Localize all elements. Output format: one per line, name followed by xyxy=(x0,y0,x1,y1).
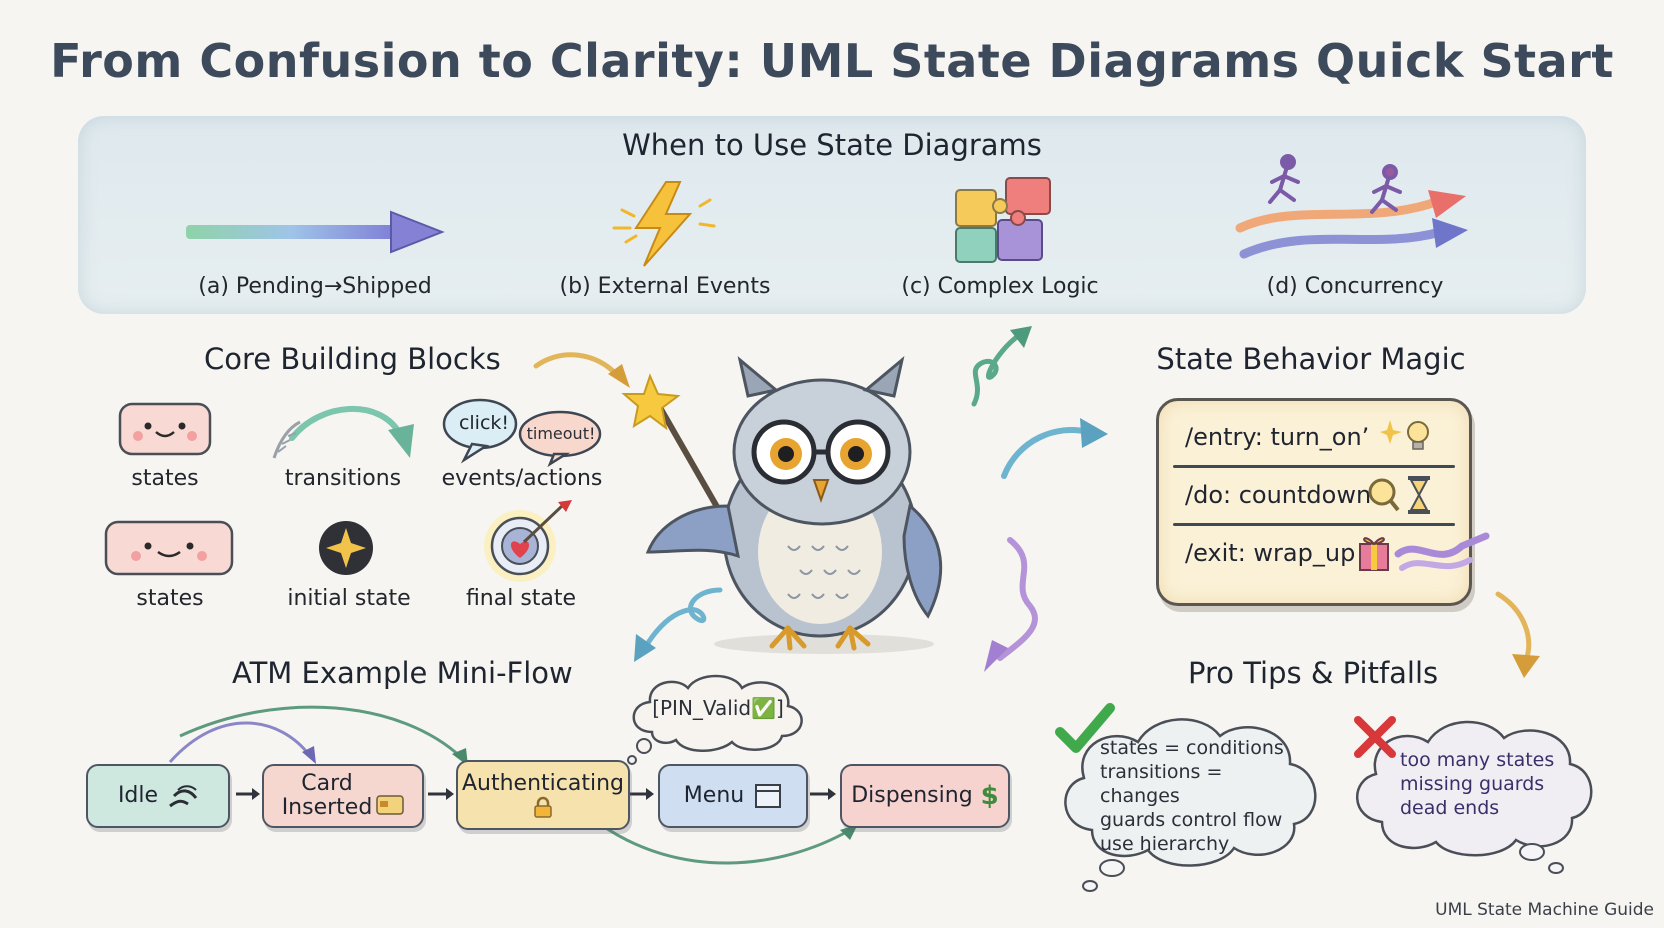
when-label-b: (b) External Events xyxy=(559,274,771,299)
when-label-c: (c) Complex Logic xyxy=(901,274,1099,299)
gradient-arrow-icon xyxy=(186,210,445,254)
core-label-transitions: transitions xyxy=(284,466,402,491)
transition-arrow-icon xyxy=(272,405,414,459)
hourglass-icon xyxy=(1368,476,1430,514)
atm-state-menu-label: Menu xyxy=(683,783,745,808)
bad-tip: too many states xyxy=(1400,749,1555,771)
good-tip: transitions = changes xyxy=(1100,761,1223,807)
puzzle-icon xyxy=(955,177,1051,263)
good-tip: guards control flow xyxy=(1100,809,1283,831)
loop-arrow-icon xyxy=(634,587,723,662)
owl-mascot-icon xyxy=(621,356,943,654)
when-label-a: (a) Pending→Shipped xyxy=(198,274,432,299)
menu-window-icon xyxy=(755,784,782,808)
when-heading: When to Use State Diagrams xyxy=(622,128,1042,162)
bubble-click-text: click! xyxy=(458,412,510,434)
speech-bubbles-icon xyxy=(442,398,602,468)
check-icon xyxy=(1055,703,1115,753)
good-tip: states = conditions xyxy=(1100,737,1284,759)
lightbulb-icon xyxy=(1380,420,1429,450)
atm-state-menu: Menu xyxy=(658,764,808,828)
swirl-arrow-icon xyxy=(971,326,1032,407)
core-label-final: final state xyxy=(465,586,577,611)
behavior-divider xyxy=(1173,465,1455,468)
atm-state-auth-label: Authenticating xyxy=(461,771,624,796)
behavior-entry: /entry: turn_on’ xyxy=(1185,423,1370,451)
behavior-do: /do: countdown xyxy=(1185,481,1372,509)
atm-state-authenticating: Authenticating xyxy=(456,760,630,830)
target-icon xyxy=(484,500,572,582)
bad-tips-cloud xyxy=(1356,720,1593,874)
good-tip: use hierarchy xyxy=(1100,833,1230,855)
bubble-timeout-text: timeout! xyxy=(526,424,596,443)
bad-tip: missing guards xyxy=(1400,773,1545,795)
behavior-divider xyxy=(1173,523,1455,526)
card-swipe-icon xyxy=(169,785,198,808)
gift-icon xyxy=(1359,532,1490,571)
dollar-icon: $ xyxy=(980,781,999,811)
card-icon xyxy=(376,795,405,815)
initial-star-icon xyxy=(319,521,373,575)
lightning-icon xyxy=(612,181,716,267)
curved-arrow-icon xyxy=(1001,418,1108,479)
atm-state-card-inserted: Card Inserted xyxy=(262,764,424,828)
when-label-d: (d) Concurrency xyxy=(1266,274,1444,299)
atm-state-dispense-label: Dispensing xyxy=(851,783,973,808)
smiling-state-icon xyxy=(118,402,212,456)
footer-caption: UML State Machine Guide xyxy=(1435,900,1654,920)
atm-heading: ATM Example Mini-Flow xyxy=(232,656,573,690)
smiling-state-icon xyxy=(104,520,234,576)
good-tips-cloud xyxy=(1064,718,1317,892)
down-arrow-icon xyxy=(1495,591,1540,678)
page-title: From Confusion to Clarity: UML State Dia… xyxy=(50,34,1614,88)
guard-cloud-icon xyxy=(627,674,803,765)
lock-icon xyxy=(534,796,552,818)
good-tips-list: states = conditions transitions = change… xyxy=(1100,736,1300,856)
core-label-events: events/actions xyxy=(441,466,603,491)
cross-icon xyxy=(1354,716,1396,758)
tips-heading: Pro Tips & Pitfalls xyxy=(1188,656,1439,690)
core-heading: Core Building Blocks xyxy=(204,342,501,376)
atm-state-idle: Idle xyxy=(86,764,230,828)
wavy-arrow-icon xyxy=(984,537,1038,672)
guard-text: [PIN_Valid✅] xyxy=(652,696,784,720)
bad-tips-list: too many states missing guards dead ends xyxy=(1400,748,1570,820)
atm-state-dispensing: Dispensing $ xyxy=(840,764,1010,828)
atm-state-card-label: Card Inserted xyxy=(281,771,373,820)
behavior-heading: State Behavior Magic xyxy=(1156,342,1466,376)
behavior-exit: /exit: wrap_up xyxy=(1185,539,1356,567)
atm-state-idle-label: Idle xyxy=(117,783,159,808)
core-label-states-2: states xyxy=(136,586,204,611)
core-label-states-1: states xyxy=(131,466,199,491)
core-label-initial: initial state xyxy=(287,586,411,611)
bad-tip: dead ends xyxy=(1400,797,1500,819)
curved-arrow-icon xyxy=(533,352,630,388)
runners-icon xyxy=(1235,154,1468,259)
